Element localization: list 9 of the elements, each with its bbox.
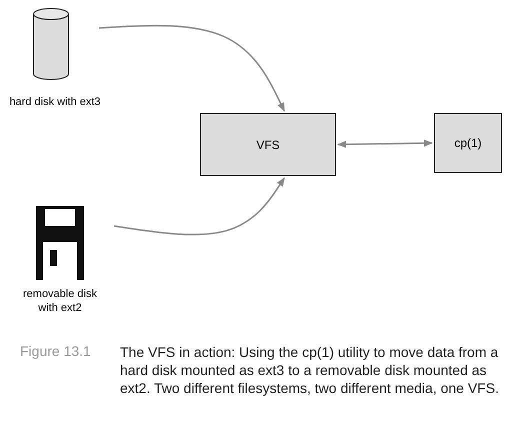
arrow (98, 24, 285, 112)
caption: The VFS in action: Using the cp(1) utility to move data from a hard disk mounted as ext3 to a removable disk mounted as ext2. Two different filesystems, two different media, one VFS. (120, 343, 500, 398)
disk-label: hard disk with ext3 (8, 96, 102, 110)
arrow (114, 177, 285, 236)
process-box: VFS (200, 113, 336, 176)
figure-number: Figure 13.1 (20, 343, 91, 359)
process-box: cp(1) (434, 113, 502, 173)
disk-label: removable disk with ext2 (22, 288, 98, 316)
arrow (337, 140, 433, 148)
